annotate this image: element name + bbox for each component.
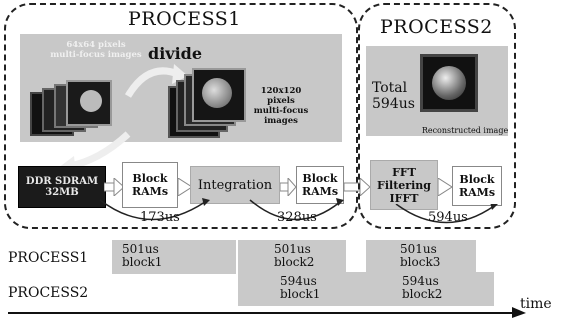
fft-to-rams-arrow [438,178,452,196]
rams1-to-integration-arrow [178,178,192,196]
time-328: 328us [277,210,317,225]
p2-block1: 594us block1 [238,272,366,306]
p2-block1-name: block1 [280,287,321,301]
p1-block2-time: 501us [274,242,311,256]
divide-label: divide [148,44,203,63]
p1-block3-time: 501us [400,242,437,256]
p1-block1-time: 501us [122,242,159,256]
process2-time: 594us [428,210,468,225]
time-173: 173us [140,210,180,225]
ddr-sdram-box: DDR SDRAM 32MB [18,166,106,208]
process2-block-rams: Block RAMs [452,166,502,206]
p1-block3-name: block3 [400,255,441,269]
p2-block2: 594us block2 [366,272,494,306]
p2-block2-name: block2 [402,287,443,301]
p1-block1-name: block1 [122,255,163,269]
integration-to-rams2-arrow [280,178,296,196]
p2-block1-time: 594us [280,274,317,288]
reconstructed-image [420,54,478,112]
fft-filtering-box: FFT Filtering IFFT [370,160,438,210]
divide-arrow [124,64,188,98]
process2-title: PROCESS2 [380,16,493,38]
output-images-label: 120x120 pixels multi-focus images [253,86,309,126]
process1-time-arcs [99,198,344,221]
p1-block3: 501us block3 [366,240,476,274]
p1-block1: 501us block1 [112,240,236,274]
output-images-stack [168,64,248,138]
process1-region [4,3,358,229]
total-time-label: Total 594us [372,80,415,112]
input-images-label: 64x64 pixels multi-focus images [50,40,142,60]
process2-time-arc [395,204,498,224]
process1-title: PROCESS1 [128,8,241,30]
rams2-to-fft-arrow [344,178,370,196]
time-axis [8,307,526,318]
input-images-stack [30,80,126,140]
integration-box: Integration [190,166,280,204]
block-rams-2: Block RAMs [296,166,344,204]
ddr-to-rams-arrow [104,178,124,196]
timeline-row-process2: PROCESS2 [8,285,89,301]
block-rams-1: Block RAMs [122,162,178,208]
process2-region [358,3,516,229]
p1-block2: 501us block2 [238,240,346,274]
reconstructed-image-label: Reconstructed image [421,126,509,135]
timeline-row-process1: PROCESS1 [8,250,89,266]
p1-block2-name: block2 [274,255,315,269]
p2-block2-time: 594us [402,274,439,288]
time-axis-label: time [520,296,552,312]
